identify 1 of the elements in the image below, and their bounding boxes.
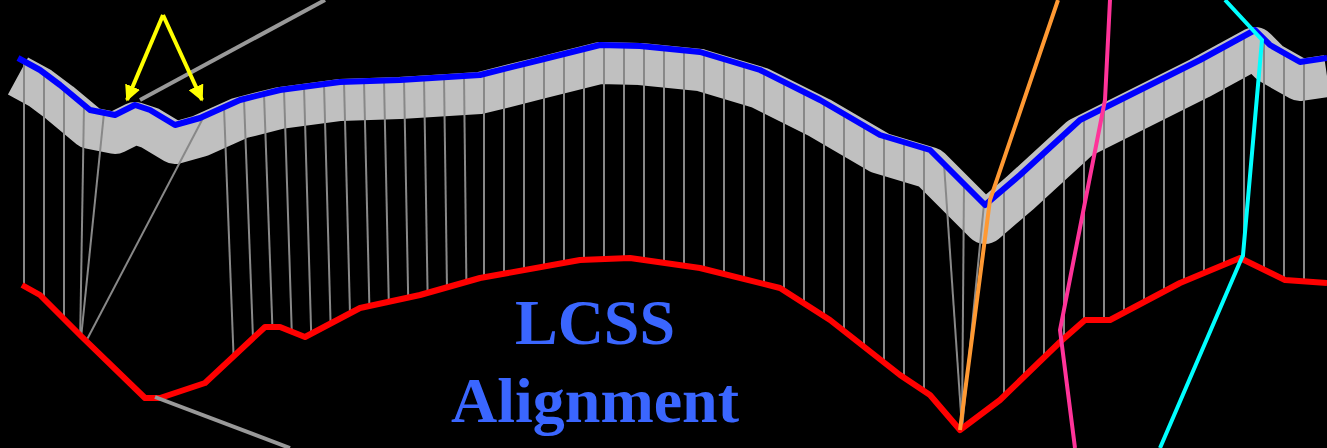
- chart-title: LCSS Alignment: [450, 286, 740, 438]
